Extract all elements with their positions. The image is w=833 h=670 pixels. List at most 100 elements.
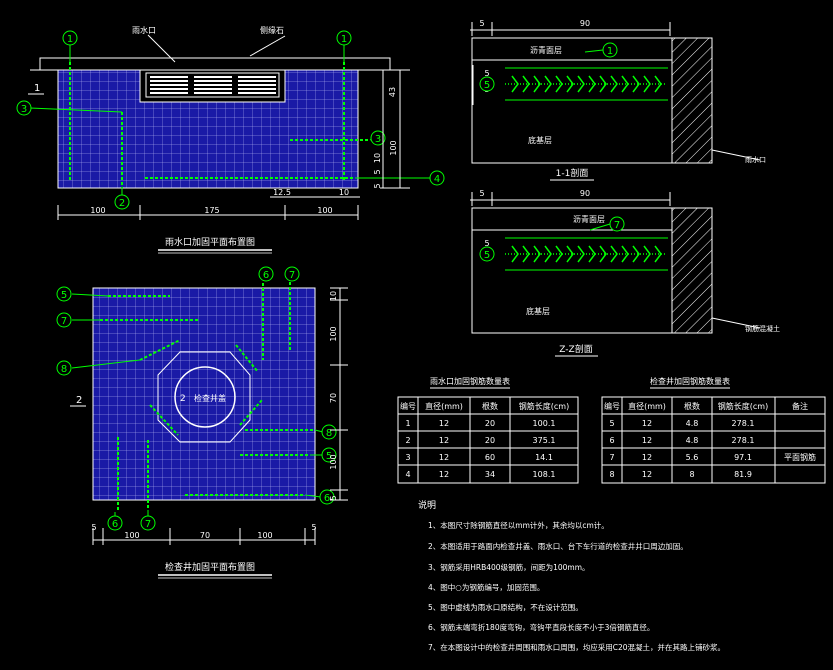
t1-h-1: 直径(mm) (425, 401, 463, 411)
label-inlet: 雨水口 (132, 25, 156, 35)
rebar-chevron (533, 245, 541, 263)
t2-r1c0: 6 (609, 436, 614, 445)
grate-slot (238, 92, 276, 94)
t1-r1c2: 20 (485, 436, 495, 445)
grate-slot (238, 88, 276, 90)
svg-text:3: 3 (21, 104, 27, 115)
t2-r0c3: 278.1 (732, 419, 755, 428)
manhole-octagon (157, 351, 251, 443)
callout-6c: 6 (107, 515, 123, 531)
s22-dim-90: 90 (580, 189, 590, 198)
notes-heading: 说明 (418, 499, 436, 511)
grate-slot (150, 88, 188, 90)
t2-r2c4: 平面钢筋 (784, 452, 816, 462)
plan2-dim-100b: 100 (257, 531, 272, 540)
rebar-chevron (511, 245, 519, 263)
rebar-chevron (599, 245, 607, 263)
plan2-dim-5b: 5 (311, 523, 316, 532)
note-4: 4、图中○为钢筋编号，加固范围。 (428, 582, 544, 592)
t1-r3c1: 12 (439, 470, 449, 479)
label-curb: 侧缘石 (260, 25, 284, 35)
svg-text:7: 7 (289, 270, 295, 281)
t2-r3c3: 81.9 (734, 470, 752, 479)
rebar-chevron (632, 245, 640, 263)
callout-6a: 6 (258, 266, 274, 282)
grate-slot (194, 92, 232, 94)
plan1-title: 雨水口加固平面布置图 (165, 236, 255, 248)
grate-slot (238, 84, 276, 86)
t1-r0c1: 12 (439, 419, 449, 428)
t2-h-3: 钢筋长度(cm) (718, 401, 768, 411)
grate-slot (238, 76, 276, 78)
plan1-dim-43: 43 (388, 87, 397, 97)
s22-ldim-5: 5 (484, 239, 489, 248)
table2-manhole-rebar: 检查井加固钢筋数量表 编号 直径(mm) 根数 钢筋长度(cm) 备注 5 12… (601, 376, 826, 484)
leader-curb (249, 35, 286, 57)
note-1: 1、本图尺寸除钢筋直径以mm计外，其余均以cm计。 (428, 520, 609, 530)
t2-h-4: 备注 (792, 401, 808, 411)
s22-label-base: 底基层 (526, 306, 550, 316)
rebar-chevron (654, 75, 662, 93)
rebar-8c (235, 344, 259, 373)
svg-text:6: 6 (263, 270, 269, 281)
note-5: 5、图中虚线为雨水口原结构，不在设计范围。 (428, 602, 583, 612)
callout-1a: 1 (62, 30, 78, 46)
t2-r2c2: 5.6 (686, 453, 699, 462)
rebar-8d (149, 404, 179, 436)
rebar-chevron (566, 75, 574, 93)
s11-dim-90: 90 (580, 19, 590, 28)
svg-text:1: 1 (607, 46, 613, 57)
plan1-dim-5a: 5 (373, 169, 382, 174)
grate-slot (150, 80, 188, 82)
plan1-dim-5b: 5 (373, 183, 382, 188)
rebar-chevron (621, 75, 629, 93)
note-7: 7、在本图设计中的检查井周围和雨水口周围，均应采用C20混凝土，并在其路上铺砂浆… (428, 642, 725, 652)
t1-r1c0: 2 (405, 436, 410, 445)
plan2-title: 检查井加固平面布置图 (165, 561, 255, 573)
s22-label-top: 沥青面层 (573, 214, 605, 224)
svg-text:7: 7 (61, 316, 67, 327)
rebar-chevron (588, 245, 596, 263)
t2-h-0: 编号 (604, 401, 620, 411)
s22-wall-hatch (671, 207, 713, 334)
section-mark-1: 1 (34, 83, 40, 94)
table1-frame (397, 396, 579, 484)
leader-inlet (147, 34, 176, 63)
section-z-z: 5 90 5 5 7 沥青面层 底基层 钢筋混凝土 Z-Z剖面 (470, 189, 780, 357)
manhole-mark: 2 (180, 394, 186, 404)
note-6: 6、钢筋末端弯折180度弯钩，弯钩平直段长度不小于3倍钢筋直径。 (428, 622, 654, 632)
note-3: 3、钢筋采用HRB400级钢筋，间距为100mm。 (428, 562, 590, 572)
t2-r2c3: 97.1 (734, 453, 752, 462)
s22-title: Z-Z剖面 (559, 343, 592, 355)
rebar-chevron (522, 245, 530, 263)
rebar-chevron (643, 245, 651, 263)
rebar-chevron (577, 75, 585, 93)
svg-text:2: 2 (119, 198, 125, 209)
callout-3a: 3 (16, 100, 32, 116)
svg-text:6: 6 (112, 519, 118, 530)
svg-text:5: 5 (61, 290, 67, 301)
t1-r2c2: 60 (485, 453, 495, 462)
manhole-label: 检查井盖 (194, 393, 226, 403)
callout-8a: 8 (56, 360, 72, 376)
grate-slot (150, 84, 188, 86)
s22-callout-7: 7 (609, 216, 625, 232)
s11-label-base: 底基层 (528, 135, 552, 145)
t1-h-3: 钢筋长度(cm) (519, 401, 569, 411)
manhole-cover (174, 366, 236, 428)
plan2-dim-70r: 70 (329, 393, 338, 403)
grate-slot (194, 76, 232, 78)
plan2-dim-5r: 5 (329, 495, 338, 500)
t2-r0c0: 5 (609, 419, 614, 428)
s11-ldim-5a: 5 (484, 69, 489, 78)
table1-title: 雨水口加固钢筋数量表 (430, 376, 510, 386)
rebar-chevron (555, 75, 563, 93)
plan1-dim-100a: 100 (90, 206, 105, 215)
section-1-1: 5 90 5 5 5 1 沥青面层 底基层 雨水口 1-1剖面 (470, 19, 766, 181)
grate-slot (238, 80, 276, 82)
svg-text:8: 8 (326, 428, 332, 439)
s22-callout-5: 5 (479, 246, 495, 262)
t1-r2c0: 3 (405, 453, 410, 462)
rebar-chevron (555, 245, 563, 263)
